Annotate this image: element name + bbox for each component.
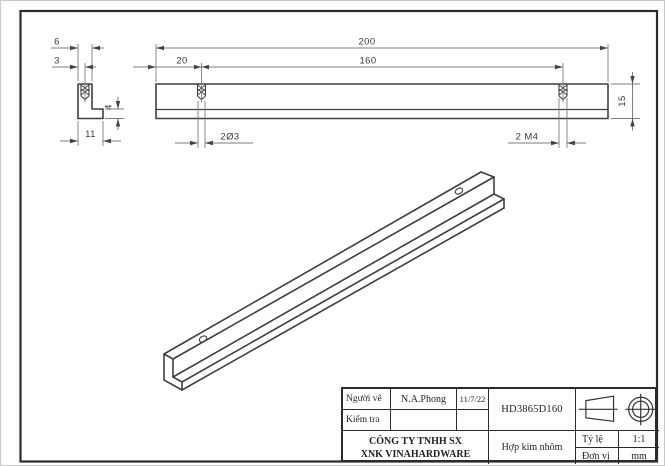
arrowheads — [115, 101, 121, 127]
dim-base-width: 11 — [60, 121, 121, 146]
first-angle-projection-symbol — [578, 393, 658, 426]
material: Hợp kim nhôm — [488, 430, 575, 464]
cone-end-view-outer-circle — [628, 396, 654, 422]
front-view-right-hole — [558, 63, 568, 103]
end-view-threaded-hole — [80, 63, 90, 103]
dim-hole-center-offset: 3 — [52, 56, 96, 70]
dim-text-6: 6 — [54, 37, 60, 48]
dim-drill-callout: 2Ø3 — [175, 101, 253, 148]
dim-text-160: 160 — [359, 56, 376, 67]
end-view-part-outline — [77, 83, 104, 120]
dim-text-20: 20 — [176, 56, 187, 67]
dim-text-2m4: 2 M4 — [516, 132, 539, 143]
scale-label: Tỷ lệ — [575, 430, 618, 447]
extension-lines — [105, 108, 124, 119]
checker-label: Kiểm tra — [343, 409, 390, 430]
arrowheads — [70, 45, 100, 51]
extension-lines — [197, 101, 206, 148]
dim-text-11: 11 — [85, 129, 96, 140]
drawing-date: 11/7/22 — [456, 389, 488, 409]
dim-hole-positions: 20 160 — [133, 56, 563, 70]
part-code: HD3865D160 — [488, 389, 575, 430]
arrowheads — [190, 140, 213, 146]
front-view-left-hole — [196, 63, 207, 103]
extension-lines — [558, 98, 568, 148]
dim-text-3: 3 — [54, 56, 60, 67]
front-view-part-outline — [155, 83, 609, 120]
company-line-1: CÔNG TY TNHH SX — [369, 435, 462, 447]
unit-label: Đơn vị — [575, 447, 618, 464]
front-view: 200 20 160 15 2Ø3 — [133, 37, 640, 148]
arrowheads — [551, 140, 575, 146]
projection-symbol-cell — [575, 389, 659, 430]
company-name: CÔNG TY TNHH SX XNK VINAHARDWARE — [343, 430, 488, 464]
drawer-label: Người vẽ — [346, 393, 382, 404]
title-block: Người vẽ N.A.Phong 11/7/22 Kiểm tra HD38… — [341, 387, 659, 464]
dim-tap-callout: 2 M4 — [508, 98, 586, 148]
dim-leg-thickness: 6 — [51, 37, 104, 81]
dim-profile-height: 15 — [611, 72, 640, 131]
unit-value: mm — [618, 447, 659, 464]
cone-side-view-icon — [585, 395, 615, 423]
end-view: 6 3 11 4 — [51, 37, 124, 146]
drawer-name: N.A.Phong — [390, 389, 456, 409]
scale-value: 1:1 — [618, 430, 659, 447]
dim-text-4: 4 — [104, 104, 115, 110]
dim-text-200: 200 — [358, 37, 375, 48]
dim-text-2d3: 2Ø3 — [220, 132, 239, 143]
extension-lines — [155, 44, 609, 82]
extension-lines — [611, 83, 640, 119]
extension-lines — [77, 121, 104, 146]
cone-end-view-inner-circle — [632, 400, 650, 418]
checker-name — [390, 409, 456, 430]
iso-long-edges — [163, 171, 505, 391]
arrowheads — [70, 64, 93, 70]
dim-base-thickness: 4 — [104, 97, 124, 130]
extension-lines — [77, 44, 93, 81]
iso-far-hole — [454, 187, 464, 195]
iso-near-hole — [198, 335, 208, 343]
iso-view — [163, 171, 505, 391]
company-line-2: XNK VINAHARDWARE — [360, 448, 471, 460]
circle-crosshair — [625, 393, 658, 426]
drawing-frame-border — [19, 9, 659, 463]
dim-total-length: 200 — [155, 37, 609, 82]
checker-date — [456, 409, 488, 430]
iso-far-end-cap — [480, 171, 505, 209]
dim-text-15: 15 — [617, 95, 628, 106]
